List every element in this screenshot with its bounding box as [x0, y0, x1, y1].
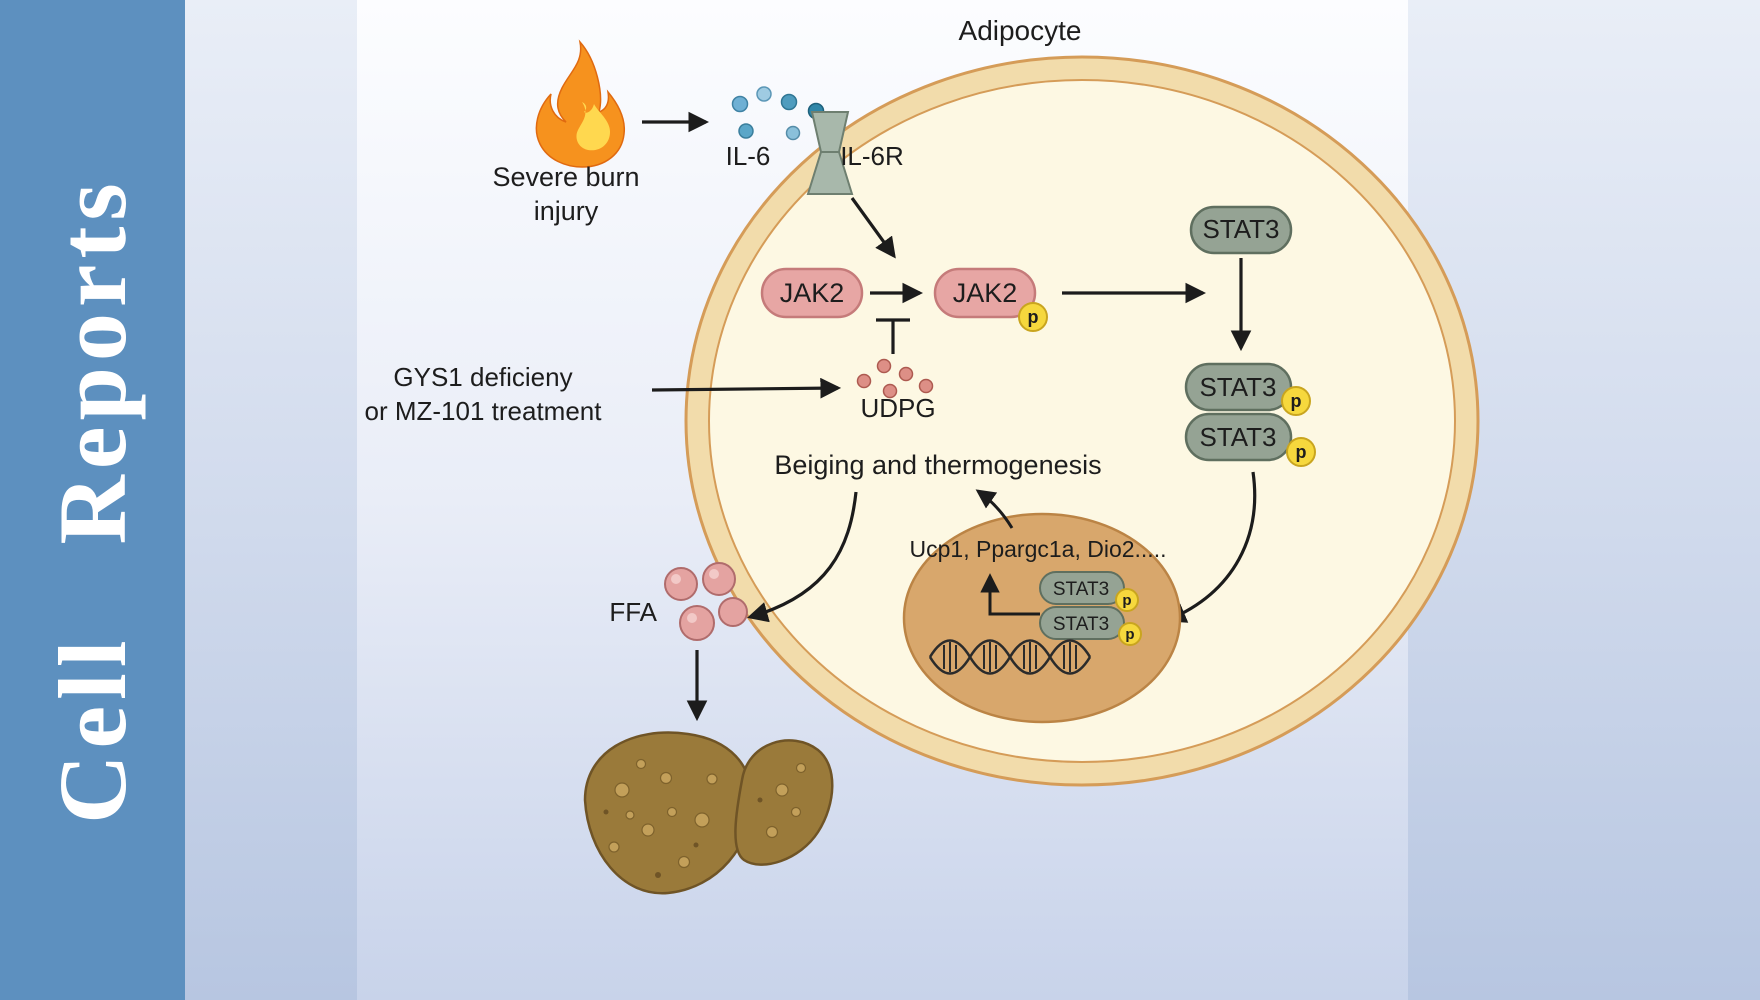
- il6r-receptor-icon: [806, 111, 854, 195]
- jak2-phospho: JAK2 p: [933, 267, 1048, 332]
- arrow-nucleus-to-outcome: [975, 489, 1014, 529]
- stat3p-capsule: [1039, 571, 1125, 605]
- udpg-dot: [856, 373, 872, 389]
- phospho-badge: [1115, 588, 1139, 612]
- target-genes-label: Ucp1, Ppargc1a, Dio2.....: [910, 536, 1167, 562]
- inhibition-tbar: [876, 318, 910, 354]
- il6-ligand-dots: [731, 86, 825, 141]
- arrow-outcome-to-ffa: [746, 491, 858, 623]
- udpg-dot: [882, 383, 898, 399]
- phospho-label: p: [1125, 626, 1134, 643]
- phospho-label: p: [1122, 592, 1131, 609]
- intervention-label-line2: or MZ-101 treatment: [365, 396, 603, 426]
- intervention-label-line1: GYS1 deficieny: [393, 362, 572, 392]
- stat3p-label: STAT3: [1053, 579, 1109, 600]
- phospho-label: p: [1028, 307, 1039, 327]
- ffa-droplets: [664, 562, 748, 641]
- nuclear-stat3-dimer: STAT3 p STAT3 p: [1039, 571, 1142, 646]
- il6-dot: [785, 125, 801, 141]
- ffa-droplet: [664, 567, 698, 601]
- il6-dot: [756, 86, 772, 102]
- journal-sidebar: Cell Reports: [0, 0, 185, 1000]
- dna-icon: [928, 639, 1092, 675]
- liver-right-lobe: [734, 739, 834, 866]
- stat3p-label: STAT3: [1053, 614, 1109, 635]
- il6r-label: IL-6R: [840, 141, 904, 171]
- arrow-receptor-to-jak2: [850, 197, 896, 259]
- ffa-droplet: [702, 562, 736, 596]
- il6-label: IL-6: [726, 141, 771, 171]
- dna-rungs: [943, 642, 1077, 672]
- ffa-droplet: [718, 597, 748, 627]
- udpg-dots: [856, 358, 934, 399]
- udpg-dot: [918, 378, 934, 394]
- stat3-label: STAT3: [1202, 214, 1279, 244]
- phospho-label: p: [1296, 442, 1307, 462]
- phospho-badge: [1281, 386, 1311, 416]
- jak2-label: JAK2: [780, 278, 845, 308]
- il6-dot: [731, 95, 749, 113]
- liver-icon: [583, 731, 834, 895]
- phospho-badge: [1286, 437, 1316, 467]
- ffa-highlight: [687, 613, 697, 623]
- udpg-dot: [898, 366, 914, 382]
- stat3-dimer: STAT3 p STAT3 p: [1184, 362, 1316, 467]
- stat3p-label: STAT3: [1199, 372, 1276, 402]
- il6-dot: [780, 93, 798, 111]
- outcome-label: Beiging and thermogenesis: [774, 450, 1101, 480]
- arrow-transcription: [980, 573, 1040, 616]
- stat3p-capsule: [1039, 606, 1125, 640]
- phospho-badge: [1118, 622, 1142, 646]
- liver-spots: [603, 758, 807, 878]
- stat3p-capsule: [1184, 412, 1293, 462]
- ffa-droplet: [679, 605, 715, 641]
- ffa-highlight: [709, 569, 719, 579]
- udpg-dot: [876, 358, 892, 374]
- stat3-capsule: [1189, 205, 1293, 255]
- dna-strand: [928, 639, 1092, 675]
- arrow-dimer-to-nucleus: [1165, 471, 1257, 623]
- jak2-capsule: [760, 267, 864, 319]
- jak2p-capsule: [933, 267, 1037, 319]
- stat3-inactive: STAT3: [1189, 205, 1293, 255]
- jak2-inactive: JAK2: [760, 267, 864, 319]
- cell-title: Adipocyte: [959, 15, 1082, 46]
- stimulus-label-line2: injury: [534, 196, 599, 226]
- jak2p-label: JAK2: [953, 278, 1018, 308]
- receptor-bottom: [806, 151, 854, 195]
- flame-inner: [576, 102, 610, 151]
- stat3p-label: STAT3: [1199, 422, 1276, 452]
- il6-dot: [738, 123, 754, 139]
- arrow-intervention-to-udpg: [651, 377, 842, 399]
- phospho-label: p: [1291, 391, 1302, 411]
- udpg-label: UDPG: [860, 393, 935, 423]
- journal-title: Cell Reports: [39, 176, 147, 824]
- ffa-label: FFA: [609, 597, 657, 627]
- phospho-badge: [1018, 302, 1048, 332]
- stimulus-label-line1: Severe burn: [492, 162, 639, 192]
- flame-icon: [535, 39, 626, 168]
- ffa-highlight: [671, 574, 681, 584]
